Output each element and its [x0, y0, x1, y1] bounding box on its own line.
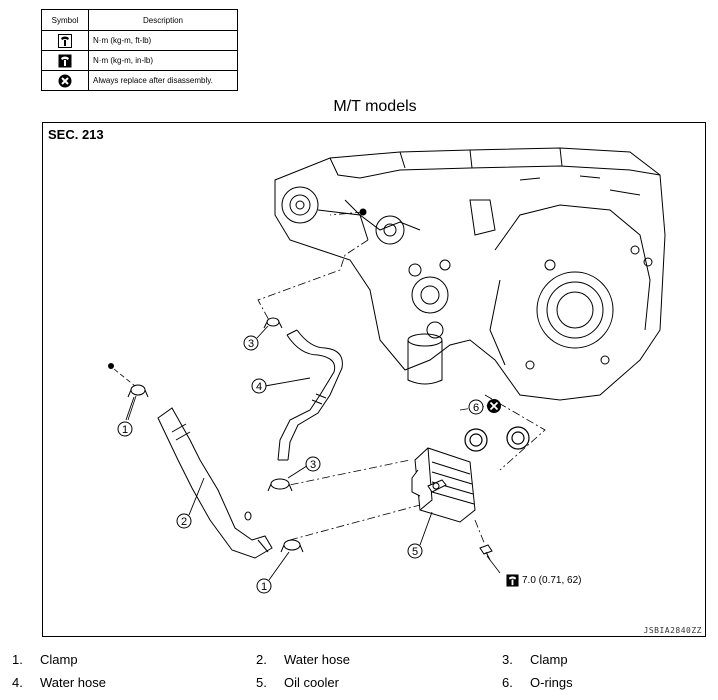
- svg-text:4: 4: [256, 381, 262, 393]
- engine-block: [274, 147, 666, 401]
- always-replace-icon: [58, 74, 72, 87]
- svg-text:1: 1: [122, 424, 128, 436]
- part-item: 5.Oil cooler: [256, 675, 339, 690]
- callout-4: 4: [251, 378, 267, 394]
- part-item: 2.Water hose: [256, 652, 350, 667]
- section-label: SEC. 213: [48, 127, 104, 142]
- water-hose-2: [157, 407, 273, 559]
- svg-text:2: 2: [181, 516, 187, 528]
- symbol-legend-table: Symbol Description N·m (kg-m, ft-lb) N·m…: [41, 9, 238, 91]
- svg-text:3: 3: [248, 338, 254, 350]
- callout-6: 6: [468, 399, 484, 415]
- svg-text:5: 5: [412, 546, 418, 558]
- water-hose-4: [277, 329, 343, 461]
- part-item: 4.Water hose: [12, 675, 106, 690]
- clamp-upper: [263, 317, 283, 329]
- torque-spec: 7.0 (0.71, 62): [506, 574, 581, 587]
- image-code: JSBIA2840ZZ: [643, 626, 702, 635]
- callouts: [125, 325, 433, 581]
- part-item: 1.Clamp: [12, 652, 78, 667]
- o-rings: [464, 426, 530, 452]
- part-item: 6.O-rings: [502, 675, 573, 690]
- torque-wrench-inlb-icon: [506, 574, 519, 587]
- oil-cooler: [411, 447, 476, 523]
- callout-3a: 3: [243, 335, 259, 351]
- diagram-frame: [42, 122, 706, 637]
- callout-5: 5: [407, 543, 423, 559]
- legend-row-replace: Always replace after disassembly.: [88, 70, 238, 91]
- torque-wrench-icon: [58, 33, 72, 48]
- svg-text:3: 3: [310, 459, 316, 471]
- model-title: M/T models: [333, 98, 417, 115]
- callout-1a: 1: [117, 421, 133, 437]
- callout-3b: 3: [305, 456, 321, 472]
- svg-text:1: 1: [261, 581, 267, 593]
- callout-2: 2: [176, 513, 192, 529]
- bolt: [479, 544, 493, 561]
- svg-text:6: 6: [473, 402, 479, 414]
- torque-spec-value: 7.0 (0.71, 62): [522, 575, 582, 587]
- torque-wrench-inlb-icon: [58, 54, 72, 67]
- part-item: 3.Clamp: [502, 652, 568, 667]
- clamp-1-lower: [280, 539, 304, 553]
- clamp-lower: [267, 478, 293, 492]
- leader-lines: [257, 211, 546, 546]
- o-ring-replace-icon: [487, 399, 501, 413]
- callout-1b: 1: [256, 578, 272, 594]
- clamp-1-upper: [127, 384, 149, 398]
- reference-dot: [108, 363, 114, 369]
- small-fitting: [244, 511, 252, 521]
